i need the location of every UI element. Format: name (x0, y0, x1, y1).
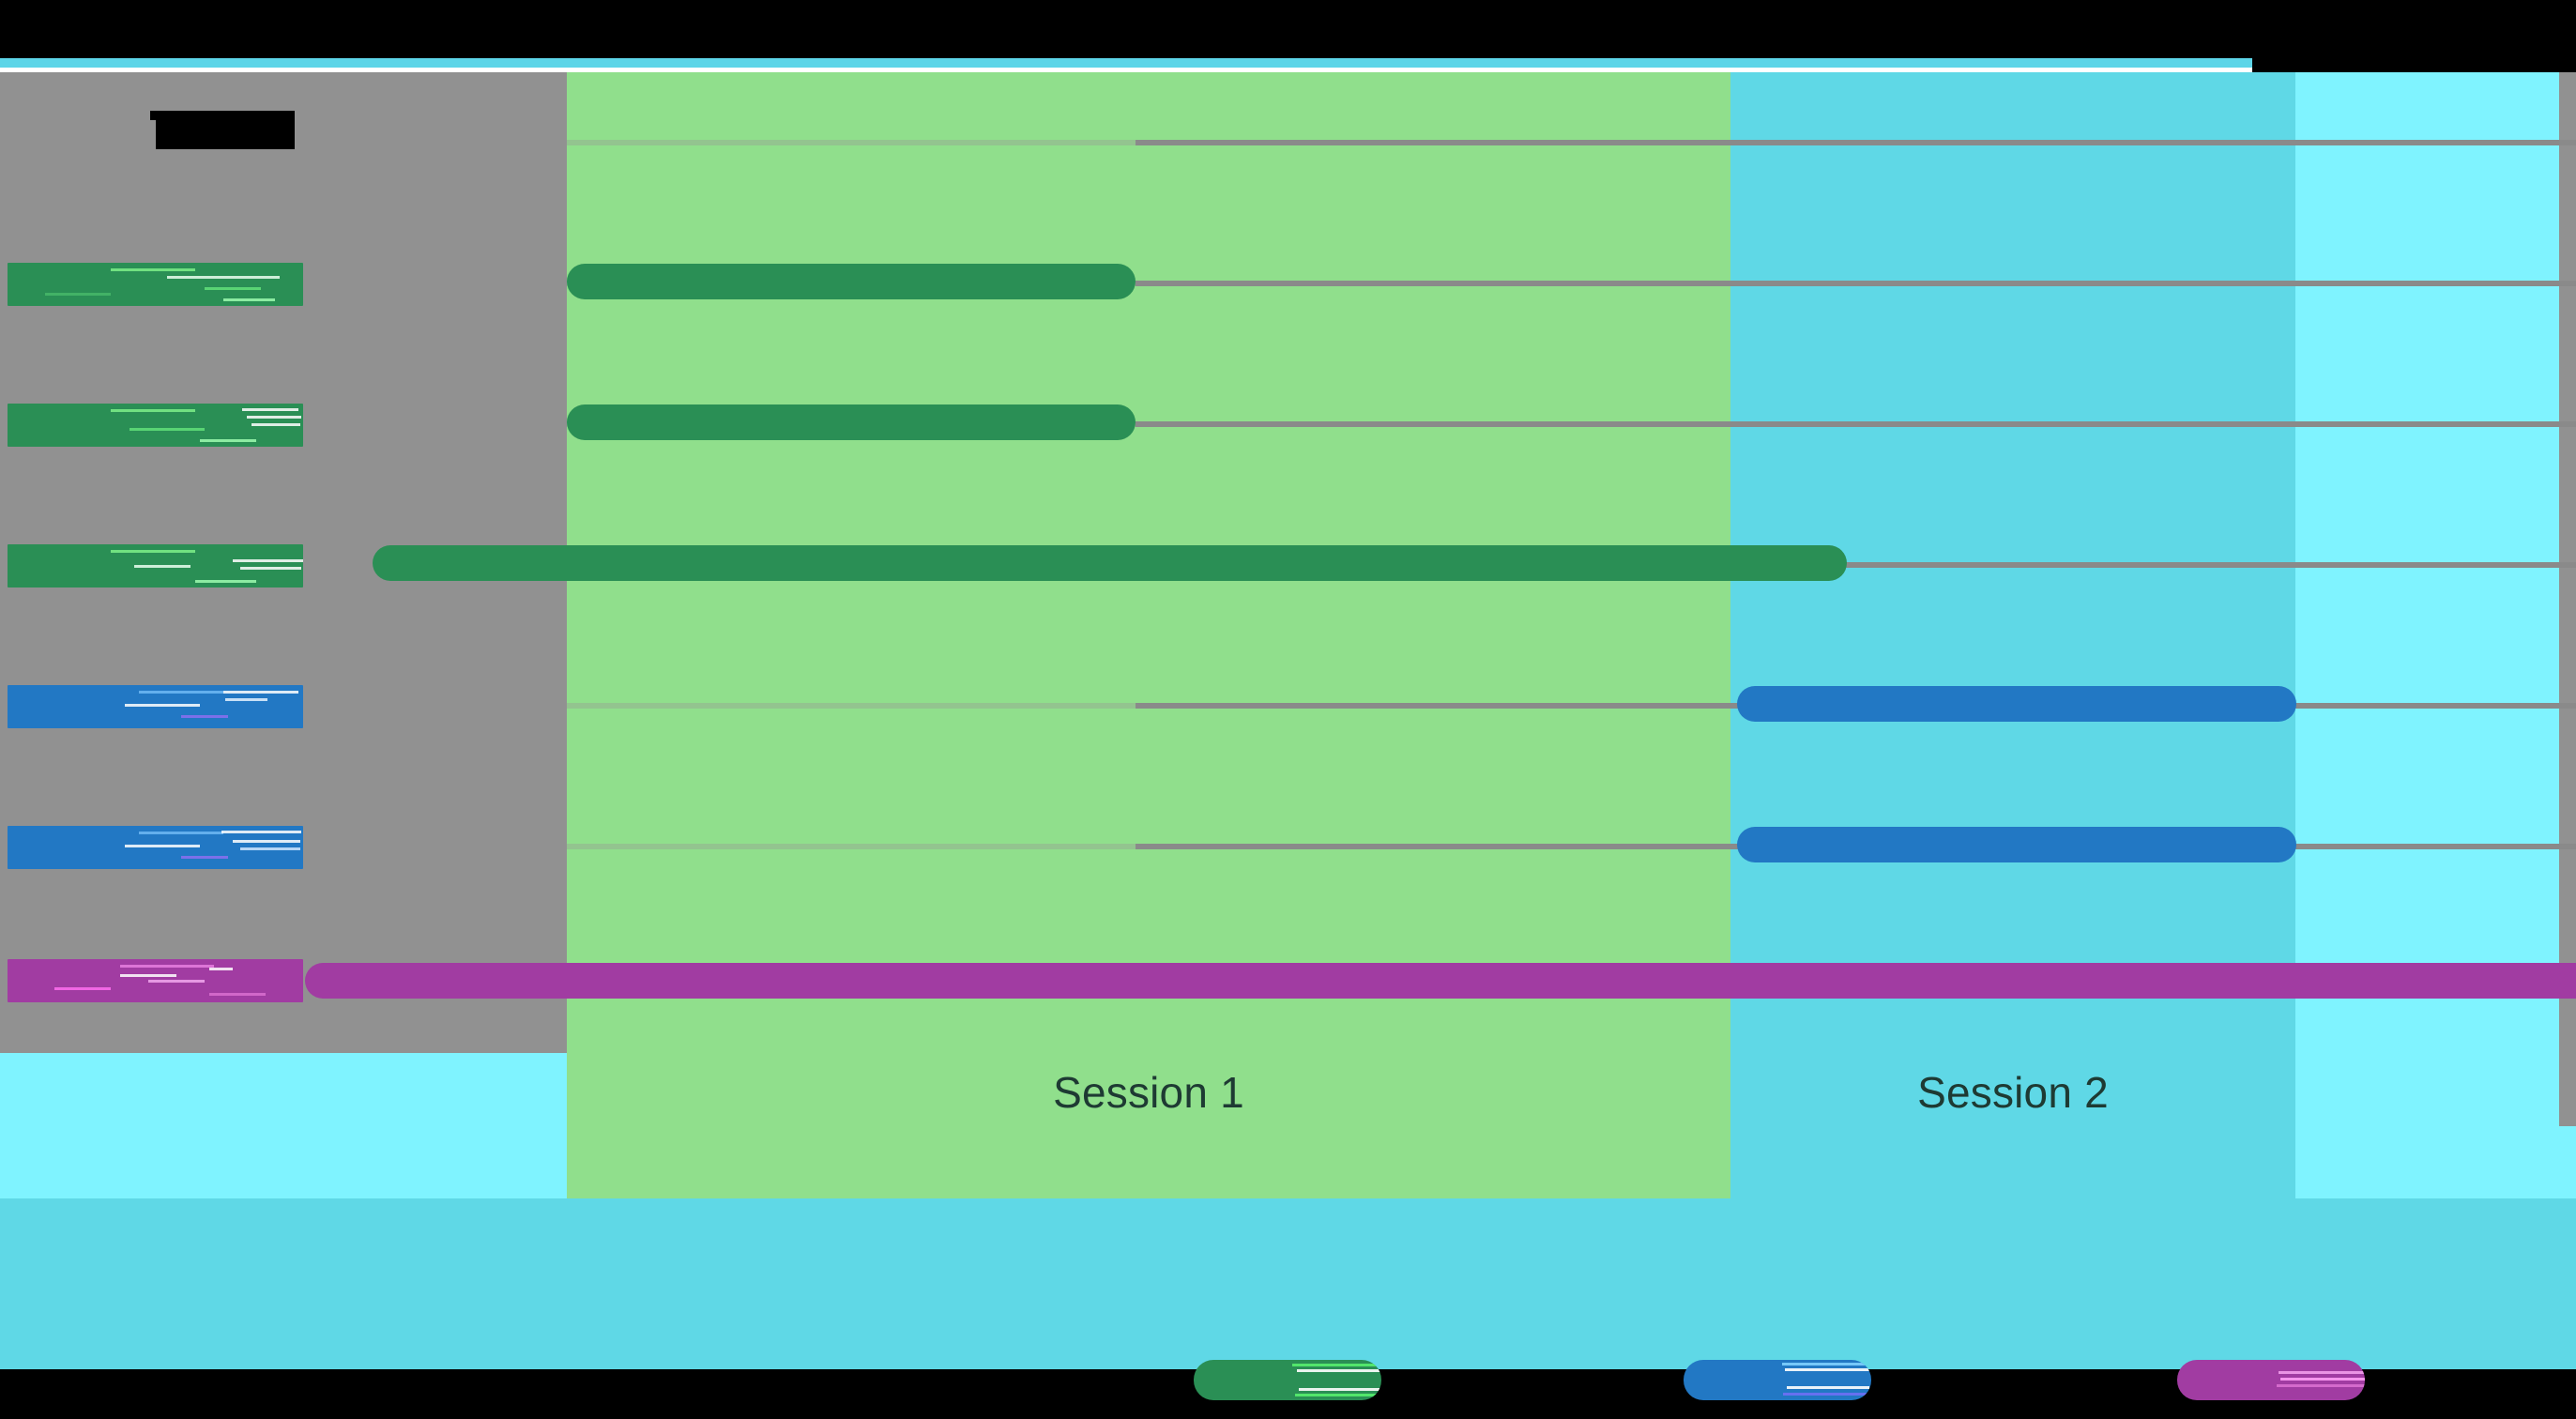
axis-label-data-set-a2 (8, 404, 303, 447)
bar-data-set-a1[interactable] (567, 264, 1136, 299)
gridline-row-0-right (1136, 140, 2576, 145)
axis-label-data-set-b2 (8, 826, 303, 869)
right-gutter (2559, 72, 2576, 1126)
legend-swatch-blue (1684, 1360, 1871, 1400)
bar-data-set-a3[interactable] (373, 545, 1847, 581)
gridline-row-2-right (1136, 421, 2576, 427)
session-band-2: Session 2 (1730, 72, 2295, 1198)
bar-data-set-b2[interactable] (1737, 827, 2296, 862)
bar-data-set-a2[interactable] (567, 404, 1136, 440)
legend-swatch-magenta (2177, 1360, 2365, 1400)
session-band-1: Session 1 (567, 72, 1730, 1198)
axis-label-data-set-a1 (8, 263, 303, 306)
top-black-band (0, 0, 2576, 58)
axis-gutter-footer (0, 1053, 567, 1198)
gridline-row-3-right (1136, 562, 2576, 568)
gridline-row-1-right (1136, 281, 2576, 286)
legend-swatch-green (1194, 1360, 1381, 1400)
axis-label-data-set-a3 (8, 544, 303, 587)
gridline-row-4-left (567, 703, 1136, 709)
bar-data-set-b1[interactable] (1737, 686, 2296, 722)
page-title (150, 111, 295, 149)
top-accent-rule (0, 58, 2252, 68)
axis-label-data-set-b1 (8, 685, 303, 728)
gridline-row-0-left (567, 140, 1136, 145)
session-2-label: Session 2 (1917, 1068, 2109, 1117)
gridline-row-5-left (567, 844, 1136, 849)
session-1-label: Session 1 (1053, 1068, 1244, 1117)
bottom-panel (0, 1198, 2576, 1369)
top-accent-rule-white (0, 68, 2252, 72)
session-band-3 (2295, 72, 2576, 1198)
axis-label-data-set-c (8, 959, 303, 1002)
bar-data-set-c[interactable] (305, 963, 2576, 999)
legend: Data Set A Data Set B Data Set C (0, 1360, 2576, 1419)
